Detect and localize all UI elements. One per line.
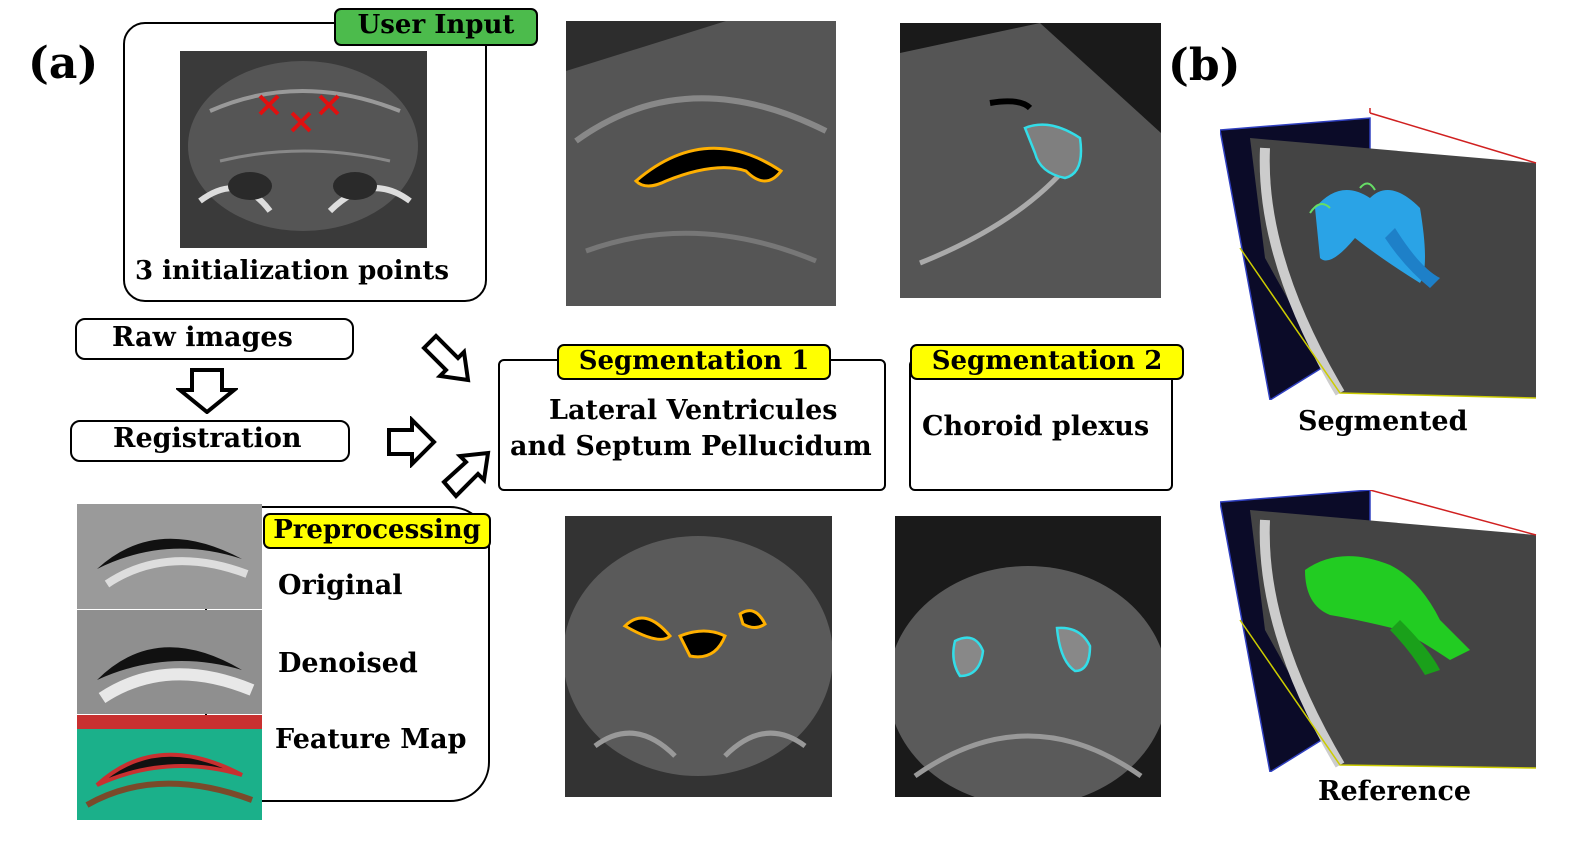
down-arrow-icon: [176, 368, 238, 414]
choroid-sagittal-image: [900, 23, 1161, 298]
panel-label-b: (b): [1168, 40, 1241, 91]
segmentation-1-box: [498, 359, 886, 491]
segmentation-1-line1: Lateral Ventricules: [549, 395, 838, 426]
preprocessing-item-denoised: Denoised: [278, 648, 418, 679]
panel-label-a: (a): [28, 38, 99, 89]
initialization-point-marks: [258, 94, 340, 133]
segmentation-1-tag: Segmentation 1: [557, 344, 831, 380]
reference-3d-render: [1220, 490, 1537, 772]
preprocessing-tag: Preprocessing: [263, 513, 491, 549]
coronal-scan-graphic: [180, 51, 427, 248]
segmentation-2-tag: Segmentation 2: [910, 344, 1184, 380]
user-input-caption: 3 initialization points: [135, 256, 450, 286]
feature-map-image: [77, 715, 262, 820]
denoised-image: [77, 610, 262, 714]
arrow-icon-upper: [421, 333, 471, 383]
choroid-coronal-image: [895, 516, 1161, 797]
segmentation-1-line2: and Septum Pellucidum: [510, 431, 872, 462]
preprocessing-item-original: Original: [278, 570, 403, 601]
segmentation-2-text: Choroid plexus: [922, 411, 1150, 442]
arrow-icon-lower: [441, 450, 491, 499]
ventricle-coronal-image: [565, 516, 832, 797]
raw-images-label: Raw images: [112, 322, 293, 353]
user-input-tag: User Input: [334, 8, 538, 46]
registration-label: Registration: [113, 423, 302, 454]
ventricle-sagittal-image: [566, 21, 836, 306]
raw-images-box: [75, 318, 354, 360]
original-image: [77, 504, 262, 609]
arrow-icon-right: [387, 416, 437, 468]
segmented-3d-render: [1220, 108, 1537, 400]
preprocessing-item-feature-map: Feature Map: [275, 724, 467, 755]
ultrasound-coronal-image: [180, 51, 427, 248]
registration-box: [70, 420, 350, 462]
segmented-label: Segmented: [1298, 406, 1468, 437]
reference-label: Reference: [1318, 776, 1472, 807]
